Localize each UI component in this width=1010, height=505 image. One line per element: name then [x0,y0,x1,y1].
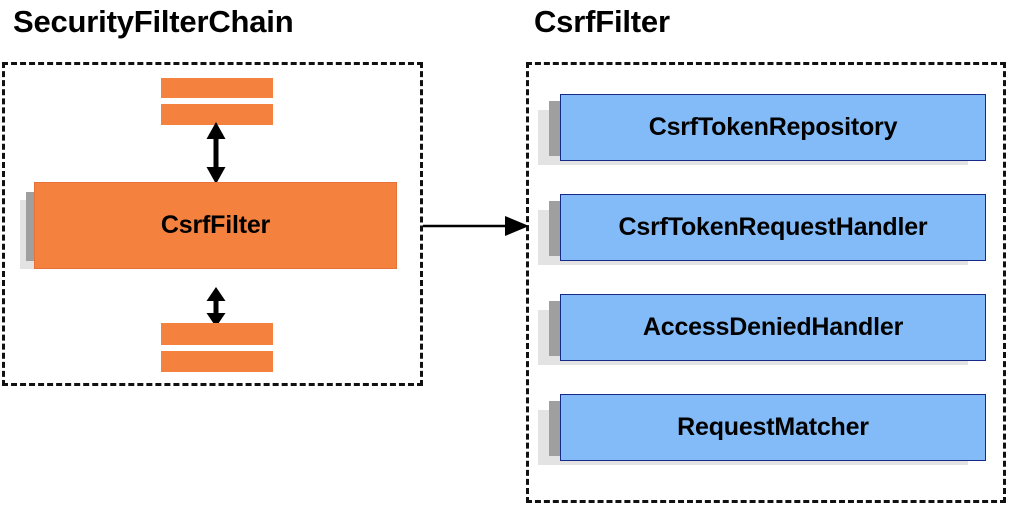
collaborator-request-matcher[interactable]: RequestMatcher [538,394,998,482]
csrf-filter-component[interactable]: CsrfFilter [20,182,400,287]
collaborator-box[interactable]: AccessDeniedHandler [560,294,986,361]
filter-bar-below-2[interactable] [161,351,273,372]
collaborator-box[interactable]: CsrfTokenRepository [560,94,986,161]
panel-title-security-filter-chain: SecurityFilterChain [13,4,294,39]
collaborator-label: RequestMatcher [677,413,869,441]
collaborator-csrf-token-request-handler[interactable]: CsrfTokenRequestHandler [538,194,998,282]
collaborator-label: CsrfTokenRepository [648,113,898,141]
security-filter-chain-panel [2,62,423,386]
filter-bar-below-1[interactable] [161,323,273,345]
arrow-up-down-bottom-icon [206,287,226,327]
panel-title-csrf-filter: CsrfFilter [534,4,670,39]
filter-bar-above-1[interactable] [161,78,273,98]
arrow-left-to-right-icon [423,216,529,236]
collaborator-access-denied-handler[interactable]: AccessDeniedHandler [538,294,998,382]
csrf-filter-panel [526,62,1006,503]
collaborator-csrf-token-repository[interactable]: CsrfTokenRepository [538,94,998,182]
collaborator-label: CsrfTokenRequestHandler [618,213,928,241]
collaborator-label: AccessDeniedHandler [642,313,904,341]
arrow-up-down-top-icon [206,122,226,184]
csrf-filter-box[interactable]: CsrfFilter [34,182,397,269]
collaborator-box[interactable]: RequestMatcher [560,394,986,461]
collaborator-box[interactable]: CsrfTokenRequestHandler [560,194,986,261]
csrf-filter-label: CsrfFilter [160,211,271,239]
